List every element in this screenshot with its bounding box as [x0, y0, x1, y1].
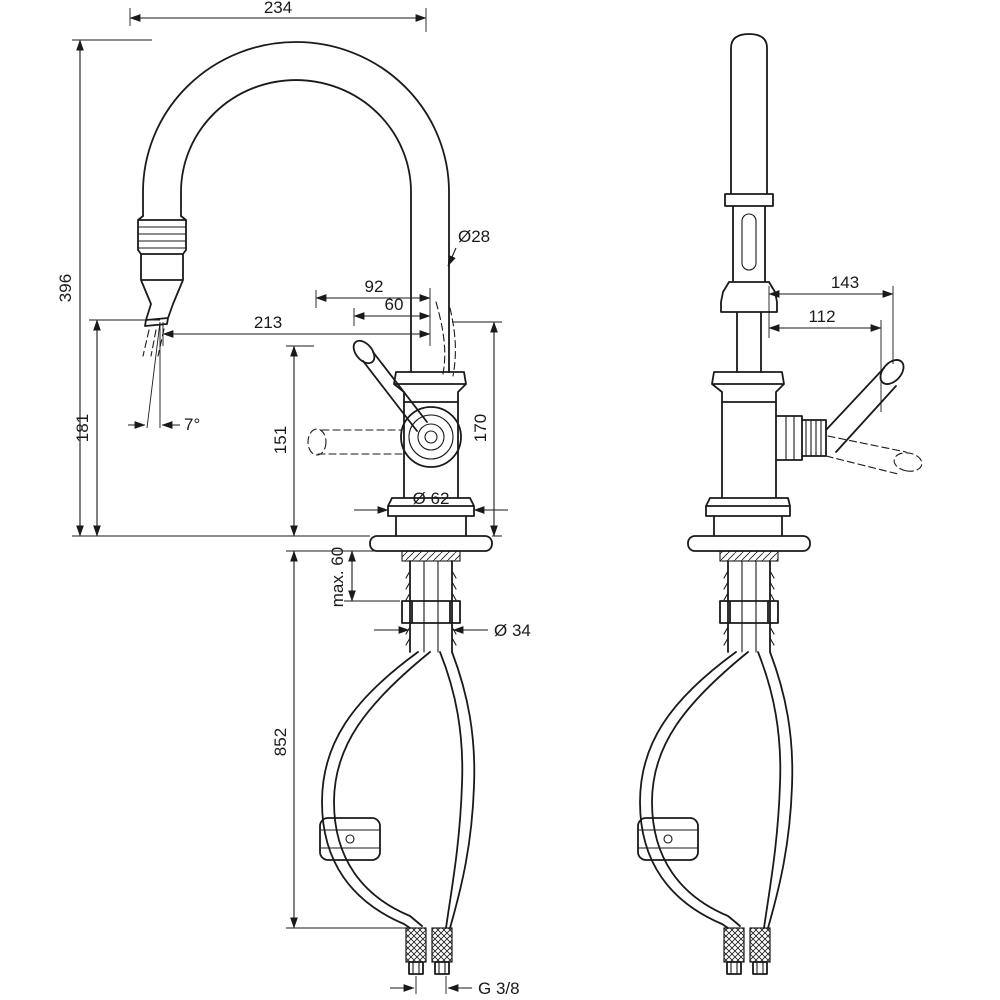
- dim-label-spout-reach: 234: [264, 0, 292, 17]
- dim-offset-60: 60: [353, 295, 431, 326]
- side-supply-hoses: [639, 651, 794, 929]
- hose-connector: [431, 927, 453, 963]
- dim-label-spray-angle: 7°: [184, 415, 200, 434]
- side-handle-knob: [879, 359, 905, 385]
- side-hose-connectors: [723, 927, 771, 975]
- dim-spout-diameter: Ø28: [447, 227, 490, 267]
- handle-hub-center: [424, 430, 438, 444]
- side-handle-knob-alt: [893, 452, 923, 472]
- hose-connector: [405, 927, 427, 963]
- side-base-seal: [719, 550, 779, 562]
- hose-connector: [749, 927, 771, 963]
- dim-spray-angle: 7°: [128, 321, 200, 434]
- dim-label-outlet-height: 181: [73, 414, 92, 442]
- pullout-hose-dashed: [435, 301, 456, 377]
- mounting-shank: [401, 560, 461, 653]
- dim-label-handle-reach: 112: [808, 307, 835, 326]
- side-view: 143 112: [637, 33, 923, 975]
- dim-max-counter-thickness: max. 60: [328, 547, 400, 607]
- supply-hoses: [321, 651, 476, 929]
- dim-label-max-counter-thickness: max. 60: [328, 547, 347, 607]
- dim-label-total-height: 396: [56, 274, 75, 302]
- dim-label-pullout-reach: 213: [254, 313, 282, 332]
- handle-hub-ring-outer: [400, 406, 462, 468]
- deck-plate: [369, 535, 493, 552]
- dim-hole-diameter: Ø 34: [374, 621, 531, 640]
- spray-head: [137, 215, 187, 327]
- dim-total-height: 396: [56, 39, 152, 537]
- dim-handle-height: 151: [271, 345, 314, 537]
- side-shank-thread-ticks: [723, 570, 775, 646]
- handle-hub-ring: [408, 414, 454, 460]
- dim-label-base-diameter: Ø 62: [413, 489, 450, 508]
- dim-label-depth: 143: [831, 273, 859, 292]
- spray-jet-dashes: [142, 328, 165, 357]
- dim-thread: G 3/8: [390, 976, 520, 998]
- side-handle: [775, 359, 923, 475]
- side-weight-screw: [663, 834, 673, 844]
- dim-hose-length: 852: [271, 550, 406, 929]
- dim-base-diameter: Ø 62: [354, 489, 508, 514]
- dim-label-offset-60: 60: [385, 295, 404, 314]
- side-deck-plate: [687, 535, 811, 552]
- handle-lever-alt-dashed: [307, 428, 405, 456]
- side-hose-weight: [637, 817, 699, 861]
- handle-knob-alt: [307, 428, 327, 456]
- hose-connector: [723, 927, 745, 963]
- dim-offset-92: 92: [315, 277, 431, 308]
- mounting-nut: [401, 600, 461, 624]
- side-faucet-body: [705, 371, 791, 537]
- dim-label-offset-92: 92: [365, 277, 384, 296]
- handle-knob: [352, 339, 376, 365]
- base-seal: [401, 550, 461, 562]
- dim-label-thread: G 3/8: [478, 979, 520, 998]
- spray-head-ribs: [137, 226, 187, 249]
- side-mounting-shank: [719, 560, 779, 653]
- dim-label-hose-length: 852: [271, 728, 290, 756]
- weight-screw: [345, 834, 355, 844]
- dim-label-body-height: 170: [471, 414, 490, 442]
- dim-outlet-height: 181: [73, 319, 160, 537]
- dim-label-hole-diameter: Ø 34: [494, 621, 531, 640]
- handle-lever: [352, 339, 428, 432]
- dim-label-spout-diameter: Ø28: [458, 227, 490, 246]
- spout-pipe-slot: [741, 213, 757, 271]
- hose-weight: [319, 817, 381, 861]
- dim-spout-reach: 234: [129, 0, 427, 32]
- dim-label-handle-height: 151: [271, 426, 290, 454]
- hose-connectors: [405, 927, 453, 975]
- dim-handle-reach: 112: [768, 307, 882, 412]
- dim-body-height: 170: [452, 321, 502, 537]
- side-mounting-nut: [719, 600, 779, 624]
- handle-hub-ring-inner: [417, 423, 445, 451]
- spout-outline: [142, 41, 450, 373]
- front-view: 7°: [56, 0, 531, 998]
- shank-thread-ticks: [405, 570, 457, 646]
